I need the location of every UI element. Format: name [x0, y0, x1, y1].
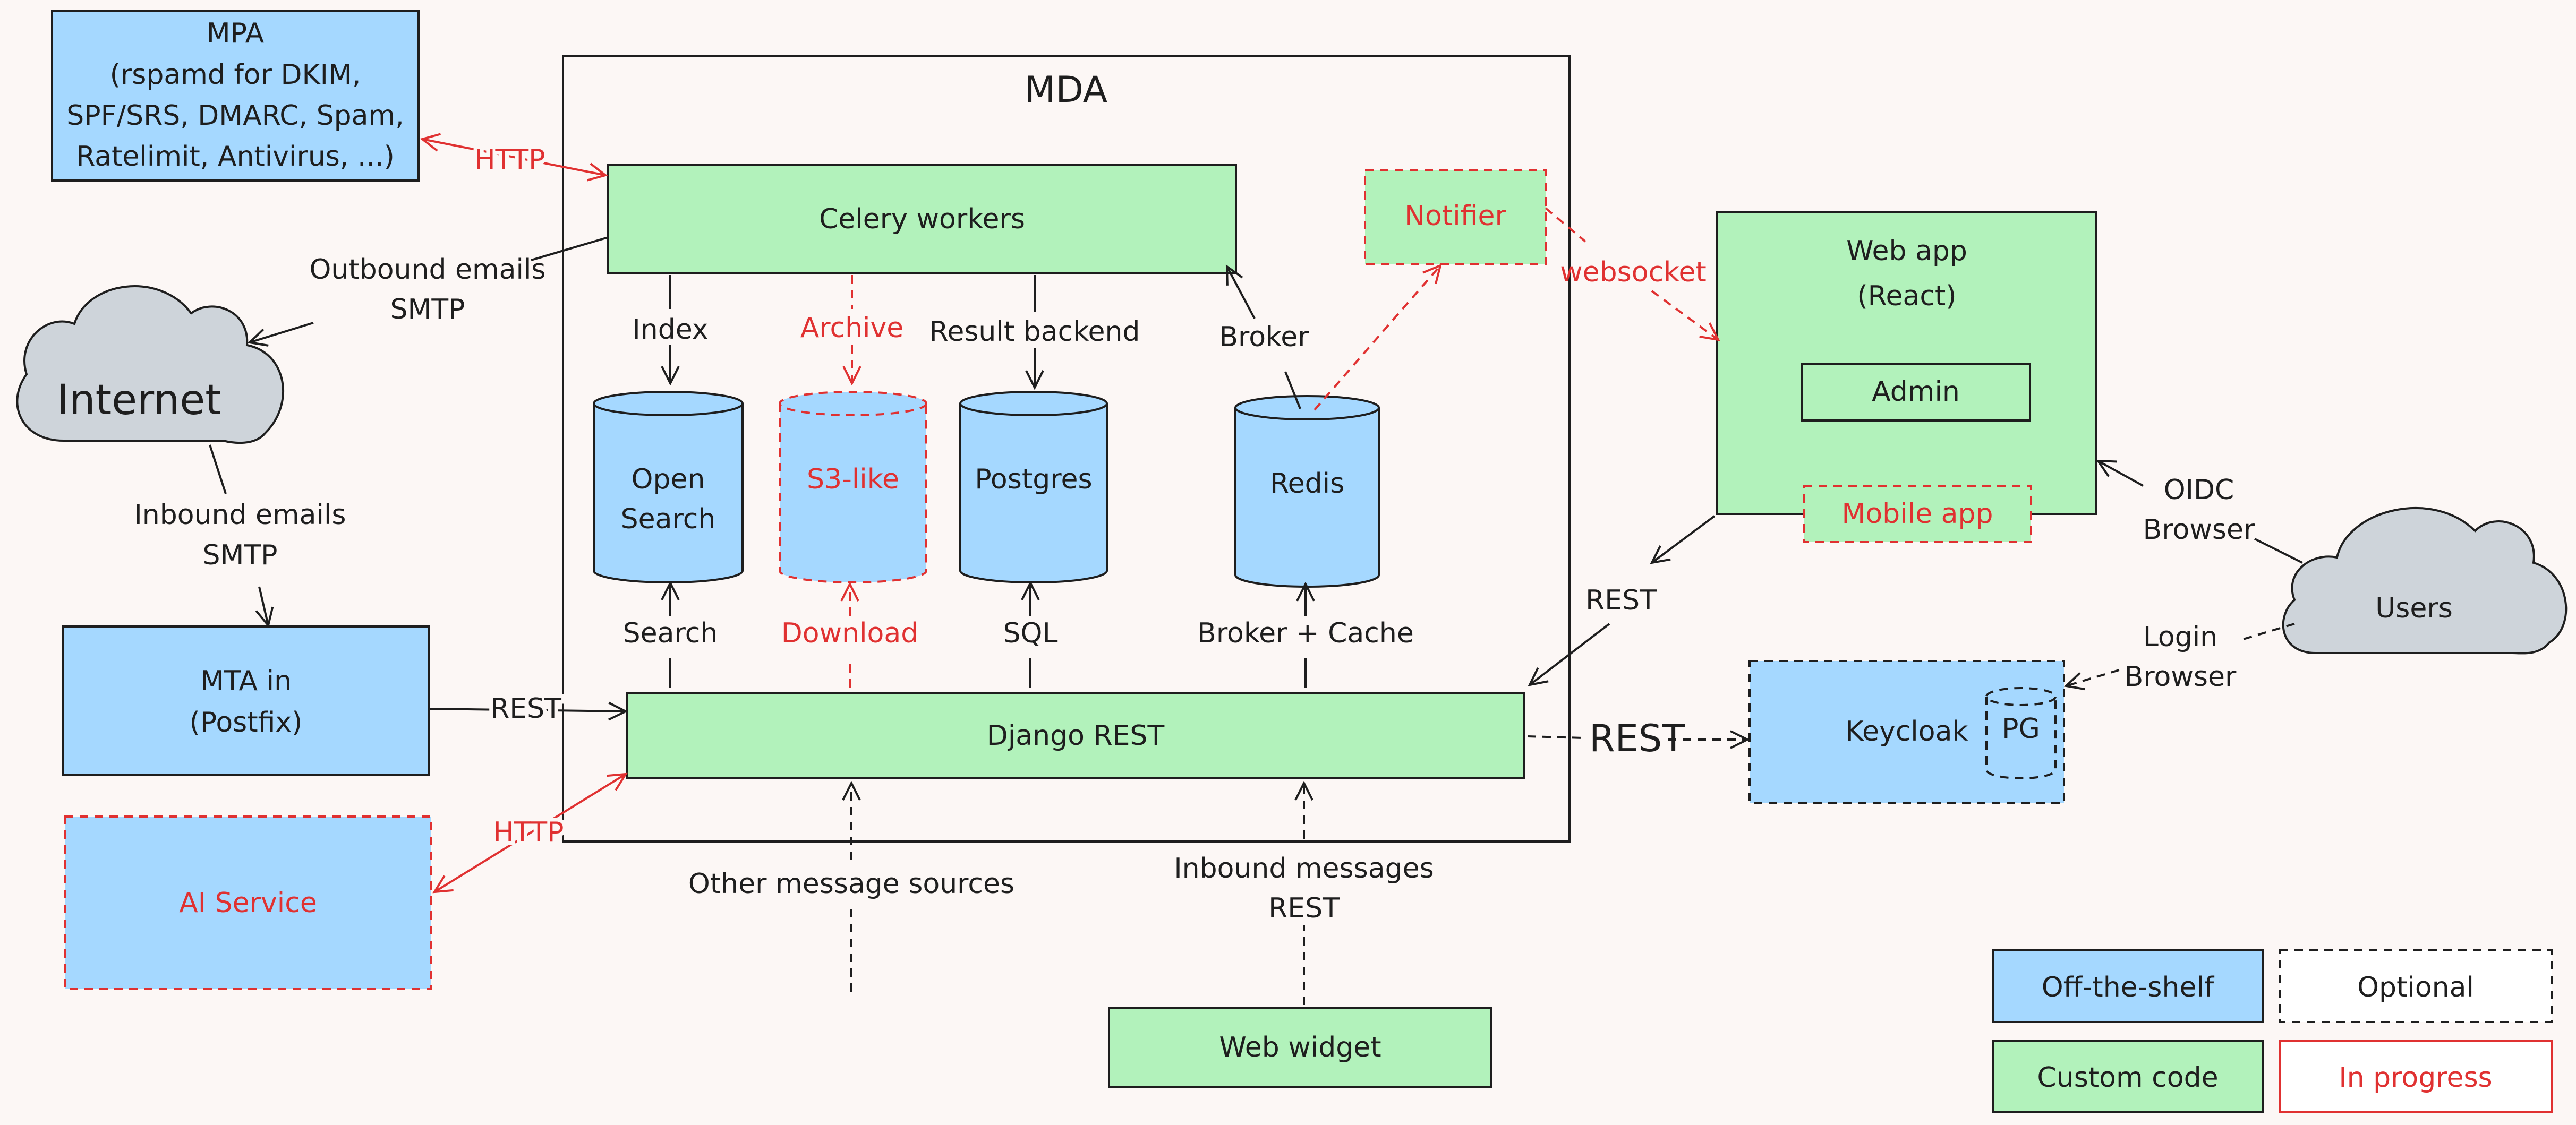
edge-notifier-ws: [1545, 207, 1586, 243]
edge-redis-notifier: [1313, 265, 1440, 411]
edge-broker-celery: [1227, 267, 1256, 319]
edge-ai-django: [434, 774, 626, 892]
edge-users-oidc: [2254, 538, 2303, 564]
django-label: Django REST: [987, 720, 1165, 752]
edge-ws-webapp: [1651, 290, 1718, 340]
opensearch-label-2: Search: [621, 503, 716, 535]
edge-inbound-msg-label-1: Inbound messages: [1174, 853, 1434, 884]
edge-inbound-mta: [259, 586, 268, 625]
opensearch-label-1: Open: [632, 463, 705, 495]
admin-label: Admin: [1872, 376, 1960, 408]
mta-label-2: (Postfix): [190, 707, 303, 738]
keycloak-node: Keycloak PG: [1748, 660, 2065, 804]
mpa-label-3: SPF/SRS, DMARC, Spam,: [66, 100, 404, 132]
legend-in-progress-label: In progress: [2339, 1062, 2492, 1094]
edge-celery-outbound: [531, 236, 609, 261]
mobile-app-box: [1803, 485, 2032, 543]
edge-sql-label: SQL: [1003, 617, 1058, 649]
celery-node: Celery workers: [607, 164, 1237, 274]
mpa-label-2: (rspamd for DKIM,: [110, 59, 361, 91]
edge-users-login: [2241, 623, 2295, 641]
keycloak-label: Keycloak: [1845, 716, 1968, 748]
celery-label: Celery workers: [819, 203, 1025, 235]
edge-mta-django-label: REST: [490, 693, 561, 725]
edge-mta-django: [429, 709, 626, 711]
edge-mpa-celery-label: HTTP: [474, 144, 545, 176]
ai-service-node: AI Service: [64, 815, 432, 990]
internet-cloud: Internet: [16, 285, 284, 444]
edge-redis-broker: [1284, 371, 1301, 409]
legend-custom-code-label: Custom code: [2037, 1062, 2218, 1094]
redis-db: Redis: [1234, 395, 1380, 588]
legend-in-progress-swatch: [2279, 1040, 2553, 1113]
edge-inbound-msg-label-2: REST: [1268, 892, 1340, 924]
webapp-node: Web app (React) Admin Mobile app: [1716, 211, 2097, 543]
edge-archive-label: Archive: [800, 312, 904, 344]
postgres-db: Postgres: [959, 391, 1108, 583]
users-cloud: Users: [2282, 507, 2568, 655]
ai-service-label: AI Service: [179, 887, 317, 919]
mda-title: MDA: [1025, 69, 1107, 111]
mda-container: [562, 55, 1571, 843]
pg-db: [1985, 697, 2057, 779]
edge-broker-label: Broker: [1219, 321, 1309, 353]
edge-internet-inbound: [209, 444, 227, 494]
legend-optional-label: Optional: [2357, 972, 2474, 1003]
edge-django-keycloak: [1527, 735, 1583, 739]
edge-oidc-webapp: [2098, 461, 2144, 487]
s3-db: S3-like: [779, 391, 927, 583]
edge-webapp-rest: [1652, 515, 1716, 563]
edge-rest-keycloak-label: REST: [1589, 717, 1685, 760]
edge-outbound-label-1: Outbound emails: [309, 254, 545, 286]
edge-outbound-label-2: SMTP: [390, 294, 465, 325]
legend-off-the-shelf-label: Off-the-shelf: [2042, 972, 2215, 1003]
webapp-label-2: (React): [1857, 280, 1956, 312]
edge-download-label: Download: [781, 617, 918, 649]
mpa-label-1: MPA: [207, 18, 265, 49]
edge-broker-cache-label: Broker + Cache: [1197, 617, 1414, 649]
edge-login-label-1: Login: [2143, 621, 2217, 653]
webapp-label-1: Web app: [1846, 235, 1967, 267]
mta-node: MTA in (Postfix): [62, 625, 430, 776]
web-widget-label: Web widget: [1219, 1032, 1381, 1063]
edge-inbound-label-2: SMTP: [203, 539, 278, 571]
admin-box: [1801, 363, 2031, 422]
notifier-label: Notifier: [1404, 200, 1506, 232]
users-label: Users: [2375, 592, 2453, 624]
edge-oidc-label-1: OIDC: [2164, 474, 2234, 506]
edge-rest-django: [1530, 623, 1610, 685]
web-widget-node: Web widget: [1108, 1007, 1492, 1088]
mpa-node: MPA (rspamd for DKIM, SPF/SRS, DMARC, Sp…: [51, 10, 420, 182]
edge-rest-webapp-label: REST: [1585, 585, 1657, 616]
s3-label: S3-like: [807, 463, 899, 495]
legend: Off-the-shelf Optional Custom code In pr…: [1992, 949, 2553, 1113]
pg-label: PG: [2002, 713, 2040, 745]
mpa-label-4: Ratelimit, Antivirus, ...): [76, 141, 395, 173]
edge-login-keycloak: [2066, 669, 2120, 686]
edge-search-label: Search: [623, 617, 718, 649]
mta-label-1: MTA in: [200, 665, 292, 697]
legend-custom-code-swatch: [1992, 1040, 2264, 1113]
redis-label: Redis: [1270, 468, 1344, 500]
internet-label: Internet: [57, 376, 221, 424]
postgres-label: Postgres: [975, 463, 1092, 495]
mobile-app-label: Mobile app: [1842, 498, 1993, 530]
notifier-node: Notifier: [1364, 169, 1547, 265]
edge-oidc-label-2: Browser: [2143, 514, 2255, 546]
edge-mpa-celery: [422, 139, 605, 175]
edge-login-label-2: Browser: [2125, 661, 2237, 693]
legend-off-the-shelf-swatch: [1992, 949, 2264, 1023]
legend-optional-swatch: [2279, 949, 2553, 1023]
edge-websocket-label: websocket: [1560, 256, 1707, 288]
edge-inbound-label-1: Inbound emails: [134, 499, 346, 531]
edge-result-label: Result backend: [929, 316, 1140, 348]
edge-ai-django-label: HTTP: [493, 817, 564, 848]
edge-other-sources-label: Other message sources: [688, 868, 1014, 900]
edge-index-label: Index: [632, 314, 708, 346]
edge-outbound-internet: [250, 322, 314, 342]
django-node: Django REST: [626, 692, 1525, 779]
opensearch-db: Open Search: [593, 391, 744, 583]
